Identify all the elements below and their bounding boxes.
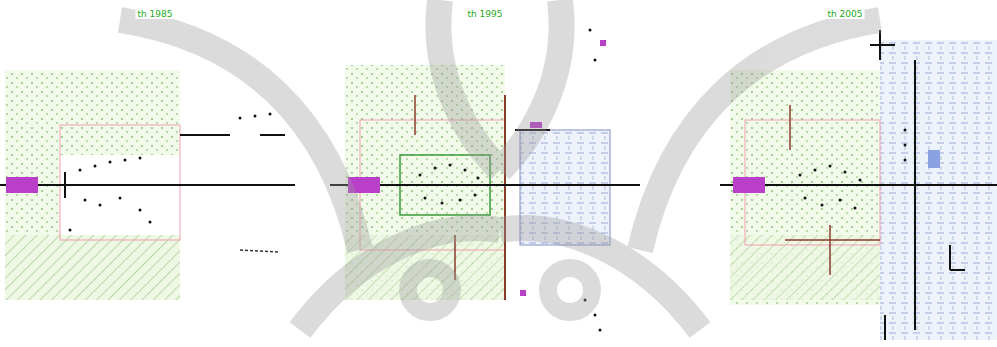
boundary-outline [60,125,180,240]
segment [949,245,951,270]
segment [870,44,895,46]
panel-title: th 1985 [136,9,175,19]
brown-wall [504,95,506,300]
axis-road [0,184,295,186]
panel-one [0,70,295,300]
building-block [928,150,940,168]
gate-block [6,177,38,193]
boundary-outline [745,120,880,245]
green-area [730,70,880,305]
segment [884,315,886,340]
watermark-logo [120,0,880,330]
segment [240,250,280,252]
tick [64,172,66,198]
marker [600,40,606,46]
tree-dots [799,129,907,210]
segment [950,269,965,271]
panel-two [330,29,640,332]
brown-wall [785,239,880,241]
segment [180,134,230,136]
cross-road [914,60,916,330]
panel-title: th 2005 [826,9,865,19]
green-area [5,70,180,155]
brown-wall [829,225,831,275]
marker [520,290,526,296]
brown-wall [414,95,416,135]
green-area [5,155,60,235]
gate-block [733,177,765,193]
green-area [5,235,180,300]
panel-title: th 1995 [466,9,505,19]
building-area [880,40,997,340]
brown-wall [789,105,791,150]
tree-dots [69,113,272,232]
segment [260,134,285,136]
